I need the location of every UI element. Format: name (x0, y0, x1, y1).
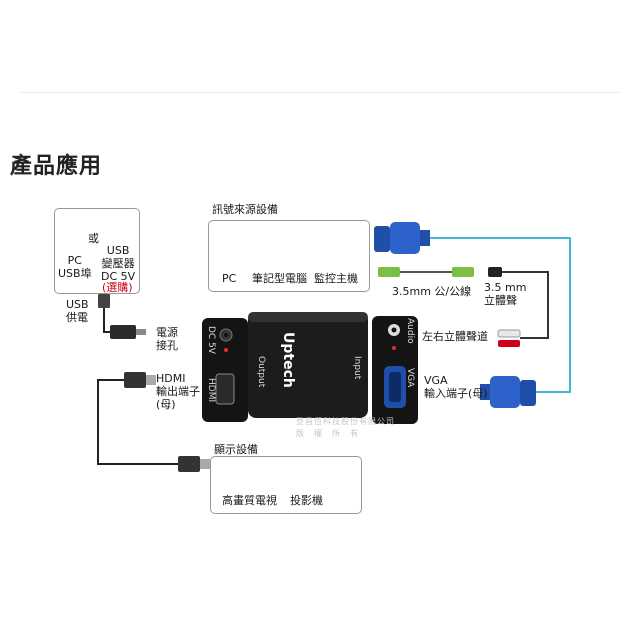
page-title: 產品應用 (10, 154, 103, 179)
audio-port-label: Audio (405, 318, 415, 344)
green-plug-right (452, 267, 474, 277)
rca-red (498, 340, 520, 347)
vga-cable-line (430, 237, 571, 393)
display-projector: 投影機 (290, 494, 323, 507)
dc-port-label: DC 5V (206, 326, 216, 354)
usb-plug (98, 294, 110, 308)
rca-white (497, 329, 521, 338)
lr-audio-label: 左右立體聲道 (422, 330, 488, 343)
hdmi-port-label: HDMI (206, 378, 216, 403)
hdmi-plug-bottom (178, 456, 200, 472)
source-dvr: 監控主機 (314, 272, 358, 285)
vga-port-label: VGA (405, 368, 415, 388)
converter-body (248, 312, 368, 418)
power-source-box (54, 208, 140, 294)
watermark-company: 登昌恆科技股份有限公司 (296, 417, 395, 426)
display-devices-box (210, 456, 362, 514)
audio-cable-label: 3.5mm 公/公線 (392, 285, 472, 298)
display-tv: 高畫質電視 (222, 494, 277, 507)
source-title: 訊號來源設備 (212, 203, 278, 216)
hdmi-plug-left (124, 372, 146, 388)
device-left-end (202, 318, 248, 422)
vga-plug-bottom (480, 376, 536, 408)
source-pc: PC (222, 272, 237, 285)
source-laptop: 筆記型電腦 (252, 272, 307, 285)
input-label: Input (352, 356, 362, 380)
power-jack-label: 電源 接孔 (156, 326, 178, 352)
brand-logo: Uptech (280, 332, 296, 388)
hdmi-port (215, 373, 235, 405)
pc-usb-label: PC USB埠 (58, 254, 92, 280)
output-label: Output (256, 356, 266, 388)
vga-input-label: VGA 輸入端子(母) (424, 374, 488, 400)
power-led (224, 348, 228, 352)
or-label: 或 (88, 232, 99, 245)
usb-adapter-label: USB 變壓器 DC 5V (101, 244, 136, 283)
usb-power-label: USB 供電 (66, 298, 89, 324)
hdmi-output-label: HDMI 輸出端子 (母) (156, 372, 200, 411)
header-divider (20, 92, 620, 93)
vga-plug-top (374, 222, 430, 254)
watermark-rights: 版 權 所 有 (296, 429, 359, 438)
green-plug-left (378, 267, 400, 277)
adapter-note: (選購) (102, 281, 133, 294)
input-led (392, 346, 396, 350)
stereo-plug (488, 267, 502, 277)
stereo-label: 3.5 mm 立體聲 (484, 281, 527, 307)
usb-power-cable (103, 308, 110, 333)
source-devices-box (208, 220, 370, 292)
dc-plug (110, 325, 136, 339)
hdmi-cable (97, 379, 178, 465)
stereo-cable (500, 271, 549, 339)
display-title: 顯示設備 (214, 443, 258, 456)
